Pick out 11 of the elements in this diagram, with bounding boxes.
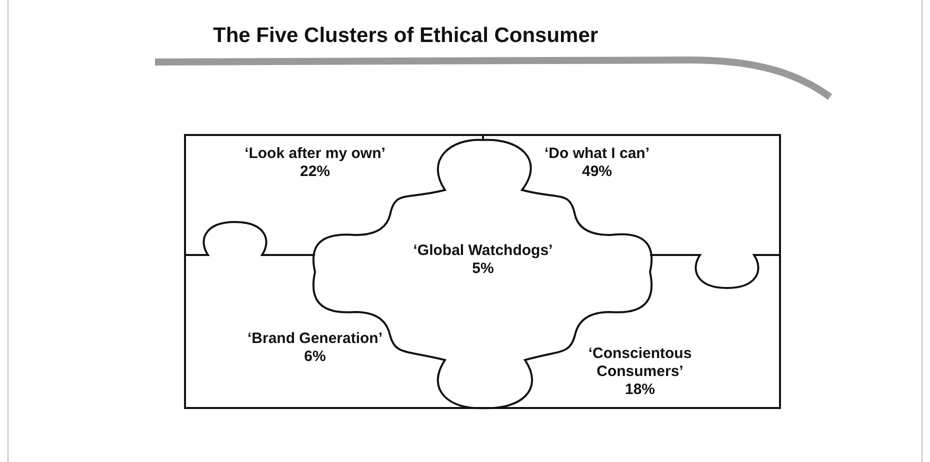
cluster-share: 18% bbox=[624, 381, 656, 399]
title: The Five Clusters of Ethical Consumer bbox=[213, 24, 598, 48]
cluster-share: 22% bbox=[298, 163, 332, 181]
cluster-name: ‘Look after my own’ bbox=[244, 145, 386, 163]
cluster-name: ‘Conscientous Consumers’ bbox=[587, 345, 693, 381]
cluster-share: 6% bbox=[303, 348, 327, 366]
cluster-name: ‘Do what I can’ bbox=[543, 145, 650, 163]
cluster-name: ‘Brand Generation’ bbox=[246, 330, 384, 348]
cluster-name: ‘Global Watchdogs’ bbox=[412, 242, 554, 260]
cluster-share: 5% bbox=[471, 260, 495, 278]
cluster-share: 49% bbox=[580, 163, 614, 181]
